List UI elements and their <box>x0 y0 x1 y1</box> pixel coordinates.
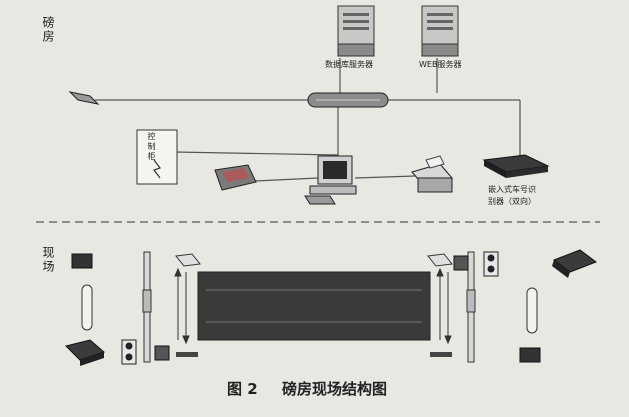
figure-number: 图 2 <box>227 380 258 398</box>
database-server-icon <box>337 5 375 57</box>
network-lines <box>95 58 521 182</box>
section-label-control-room: 磅房 <box>41 16 55 44</box>
router-icon <box>68 91 100 105</box>
figure-title: 磅房现场结构图 <box>282 380 388 398</box>
computer-icon <box>304 155 357 205</box>
web-server-icon <box>421 5 459 57</box>
direction-arrows-left <box>174 267 190 345</box>
lightning-icon <box>153 159 161 179</box>
sensor-right-bottom <box>430 352 452 357</box>
plate-recognizer-label-line1: 嵌入式车号识 <box>488 185 536 194</box>
plate-recognizer-icon <box>482 154 550 178</box>
card-reader-right <box>519 347 541 363</box>
direction-arrows-right <box>436 267 452 345</box>
network-hub-icon <box>307 92 389 108</box>
barrier-pole-right <box>526 287 538 334</box>
detector-left-top <box>175 253 201 267</box>
barrier-pole-left <box>81 284 93 331</box>
card-reader-left <box>71 253 93 269</box>
card-reader-left-bottom <box>154 345 170 361</box>
control-cabinet <box>136 129 178 185</box>
plate-recognizer-label-line2: 别器（双向） <box>488 197 536 206</box>
traffic-light-left <box>121 339 137 365</box>
detector-right-top <box>427 253 453 267</box>
camera-icon-left <box>65 339 105 366</box>
barrier-pole-left-outer <box>142 251 152 363</box>
card-reader-right-top <box>453 255 469 271</box>
traffic-light-right <box>483 251 499 277</box>
db-server-label: 数据库服务器 <box>325 60 373 69</box>
sensor-left-bottom <box>176 352 198 357</box>
display-terminal-icon <box>214 164 257 191</box>
scale-platform <box>197 271 431 341</box>
printer-icon <box>411 155 453 193</box>
control-cabinet-label: 控制柜 <box>147 132 156 162</box>
web-server-label: WEB服务器 <box>419 60 462 69</box>
camera-icon-right <box>552 249 598 278</box>
section-label-field: 现场 <box>41 246 55 274</box>
barrier-pole-right-outer <box>466 251 476 363</box>
